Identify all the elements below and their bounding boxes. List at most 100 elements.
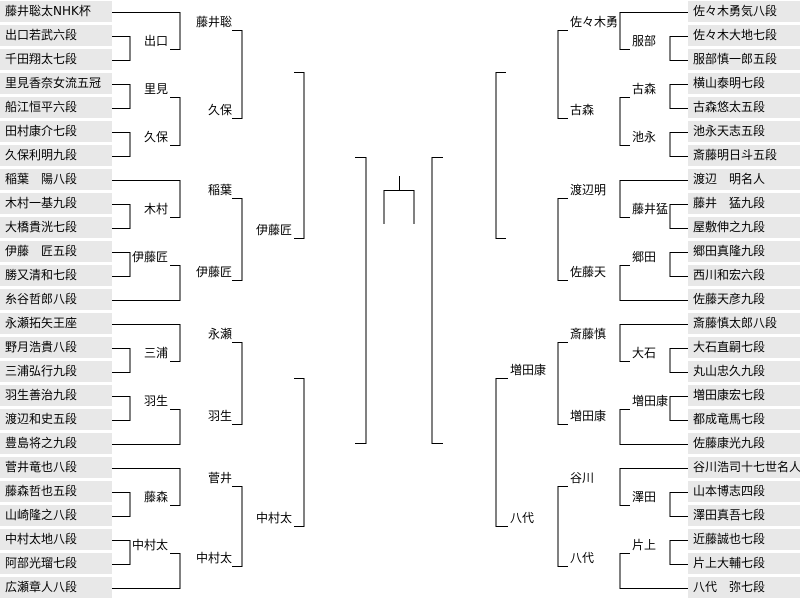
left-semifinal-join xyxy=(294,72,305,239)
right-match-bracket xyxy=(669,132,688,157)
left-round2-winner: 中村太 xyxy=(195,551,232,565)
right-player-entry: 斎藤明日斗五段 xyxy=(688,145,800,166)
right-round2-join xyxy=(619,409,688,445)
right-player-entry: 斎藤慎太郎八段 xyxy=(688,313,800,334)
left-round2-join xyxy=(112,409,181,445)
left-player-entry: 菅井竜也八段 xyxy=(0,457,112,478)
left-round2-join xyxy=(112,265,181,301)
left-round2-join xyxy=(112,553,181,589)
left-round2-winner: 伊藤匠 xyxy=(195,265,232,279)
left-match-bracket xyxy=(112,348,131,373)
right-player-entry: 都成竜馬七段 xyxy=(688,409,800,430)
right-round2-winner: 谷川 xyxy=(570,471,595,485)
right-player-entry: 八代 弥七段 xyxy=(688,577,800,598)
right-round2-winner: 斎藤慎 xyxy=(570,327,607,341)
left-round1-winner: 三浦 xyxy=(143,345,168,360)
right-player-entry: 丸山忠久九段 xyxy=(688,361,800,382)
right-round2-winner: 佐々木勇 xyxy=(570,15,619,29)
left-match-bracket xyxy=(112,204,131,229)
left-player-entry: 阿部光瑠七段 xyxy=(0,553,112,574)
right-round2-join xyxy=(619,468,688,506)
right-round1-winner: 池永 xyxy=(632,129,657,144)
right-match-bracket xyxy=(669,36,688,61)
right-player-entry: 佐藤康光九段 xyxy=(688,433,800,454)
left-round2-join xyxy=(112,468,181,506)
left-round2-winner: 藤井聡 xyxy=(195,15,232,29)
right-round2-winner: 渡辺明 xyxy=(570,183,607,197)
left-round1-winner: 里見 xyxy=(143,81,168,96)
left-match-bracket xyxy=(112,252,131,277)
left-player-entry: 三浦弘行九段 xyxy=(0,361,112,382)
right-round2-winner: 佐藤天 xyxy=(570,265,607,279)
right-round3-join xyxy=(557,30,568,119)
left-round1-winner: 木村 xyxy=(143,201,168,216)
left-player-entry: 勝又清和七段 xyxy=(0,265,112,286)
right-match-bracket xyxy=(669,84,688,109)
right-player-entry: 渡辺 明名人 xyxy=(688,169,800,190)
left-player-entry: 豊島将之九段 xyxy=(0,433,112,454)
right-round2-winner: 八代 xyxy=(570,551,595,565)
left-player-entry: 野月浩貴八段 xyxy=(0,337,112,358)
left-player-entry: 木村一基九段 xyxy=(0,193,112,214)
right-semifinal-join xyxy=(495,378,508,527)
left-round2-join xyxy=(170,97,181,146)
right-player-entry: 片上大輔七段 xyxy=(688,553,800,574)
right-player-entry: 佐々木大地七段 xyxy=(688,25,800,46)
left-round1-winner: 久保 xyxy=(143,129,168,144)
right-round1-winner: 片上 xyxy=(632,537,657,552)
right-match-bracket xyxy=(669,396,688,421)
left-player-entry: 永瀬拓矢王座 xyxy=(0,313,112,334)
right-round3-winner: 増田康 xyxy=(510,363,547,377)
right-round2-winner: 増田康 xyxy=(570,409,607,423)
left-round3-join xyxy=(232,198,243,281)
left-round1-winner: 出口 xyxy=(143,33,168,48)
left-round1-winner: 藤森 xyxy=(143,489,168,504)
left-round2-winner: 菅井 xyxy=(207,471,232,485)
left-player-entry: 藤井聡太NHK杯 xyxy=(0,1,112,22)
right-match-bracket xyxy=(669,204,688,229)
left-match-bracket xyxy=(112,396,131,421)
right-player-entry: 近藤誠也七段 xyxy=(688,529,800,550)
left-round3-winner: 中村太 xyxy=(255,511,292,525)
right-player-entry: 谷川浩司十七世名人 xyxy=(688,457,800,478)
right-player-entry: 佐々木勇気八段 xyxy=(688,1,800,22)
right-player-entry: 西川和宏六段 xyxy=(688,265,800,286)
right-player-entry: 佐藤天彦九段 xyxy=(688,289,800,310)
left-match-bracket xyxy=(112,540,131,565)
right-round3-join xyxy=(557,486,568,567)
right-round1-winner: 澤田 xyxy=(632,489,657,504)
left-round2-winner: 久保 xyxy=(207,103,232,117)
right-player-entry: 郷田真隆九段 xyxy=(688,241,800,262)
left-player-entry: 大橋貴洸七段 xyxy=(0,217,112,238)
right-match-bracket xyxy=(669,348,688,373)
left-round2-join xyxy=(112,12,181,50)
left-player-entry: 田村康介七段 xyxy=(0,121,112,142)
right-player-entry: 屋敷伸之九段 xyxy=(688,217,800,238)
right-player-entry: 山本博志四段 xyxy=(688,481,800,502)
left-player-entry: 久保利明九段 xyxy=(0,145,112,166)
right-player-entry: 澤田真吾七段 xyxy=(688,505,800,526)
left-round1-winner: 中村太 xyxy=(131,537,168,552)
left-round2-winner: 稲葉 xyxy=(207,183,232,197)
left-player-entry: 伊藤 匠五段 xyxy=(0,241,112,262)
left-player-entry: 里見香奈女流五冠 xyxy=(0,73,112,94)
left-player-entry: 広瀬章人八段 xyxy=(0,577,112,598)
left-round1-winner: 羽生 xyxy=(143,393,168,408)
left-player-entry: 船江恒平六段 xyxy=(0,97,112,118)
right-player-entry: 服部慎一郎五段 xyxy=(688,49,800,70)
right-round2-join xyxy=(619,97,630,146)
right-round2-join xyxy=(619,553,688,589)
left-player-entry: 千田翔太七段 xyxy=(0,49,112,70)
left-player-entry: 出口若武六段 xyxy=(0,25,112,46)
left-round1-winner: 伊藤匠 xyxy=(131,249,168,264)
left-player-entry: 渡辺和史五段 xyxy=(0,409,112,430)
right-round1-winner: 郷田 xyxy=(632,249,657,264)
right-player-entry: 藤井 猛九段 xyxy=(688,193,800,214)
right-round3-join xyxy=(557,198,568,281)
right-round1-winner: 古森 xyxy=(632,81,657,96)
right-round2-winner: 古森 xyxy=(570,103,595,117)
right-round1-winner: 増田康 xyxy=(632,393,669,408)
right-round3-winner: 八代 xyxy=(510,511,535,525)
right-player-entry: 増田康宏七段 xyxy=(688,385,800,406)
